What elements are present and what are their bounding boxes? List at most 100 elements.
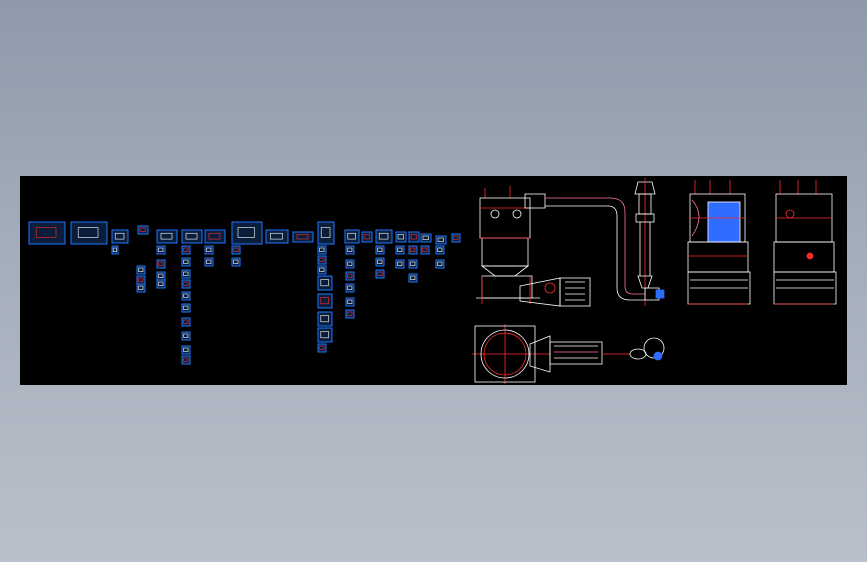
drawing-sheet-detail — [347, 311, 353, 316]
fluid-bed-dryer-front-elevation — [476, 186, 645, 307]
drawing-sheet-thumbnail — [137, 225, 149, 235]
drawing-sheet-thumbnail — [231, 221, 263, 245]
drawing-sheet-detail — [233, 259, 239, 264]
drawing-sheet-thumbnail — [317, 245, 327, 255]
drawing-sheet-thumbnail — [181, 257, 191, 267]
drawing-sheet-thumbnail — [181, 229, 203, 244]
drawing-sheet-thumbnail — [317, 221, 335, 245]
drawing-sheet-thumbnail — [181, 317, 191, 327]
drawing-sheet-detail — [437, 261, 443, 266]
drawing-sheet-detail — [363, 234, 370, 240]
drawing-sheet-detail — [158, 247, 164, 252]
drawing-sheet-thumbnail — [317, 343, 327, 353]
drawing-sheet-detail — [377, 259, 383, 264]
drawing-sheet-thumbnail — [136, 265, 146, 275]
drawing-sheet-detail — [77, 227, 99, 238]
drawing-sheet-thumbnail — [361, 231, 373, 243]
drawing-sheet-detail — [319, 267, 325, 272]
drawing-sheet-detail — [437, 247, 443, 252]
drawing-sheet-thumbnail — [395, 231, 407, 243]
drawing-sheet-thumbnail — [156, 259, 166, 269]
drawing-sheet-detail — [453, 235, 459, 240]
drawing-sheet-thumbnail — [420, 233, 432, 243]
drawing-sheet-detail — [206, 247, 212, 252]
drawing-sheet-thumbnail — [231, 245, 241, 255]
drawing-sheet-detail — [320, 227, 331, 238]
drawing-sheet-thumbnail — [345, 259, 355, 269]
drawing-sheet-thumbnail — [204, 257, 214, 267]
drawing-sheet-thumbnail — [181, 345, 191, 355]
drawing-sheet-detail — [410, 247, 416, 252]
drawing-sheet-thumbnail — [156, 229, 178, 244]
drawing-sheet-detail — [160, 232, 173, 240]
drawing-sheet-detail — [183, 281, 189, 286]
drawing-sheet-thumbnail — [156, 245, 166, 255]
drawing-sheet-thumbnail — [345, 271, 355, 281]
drawing-sheet-detail — [183, 271, 189, 276]
drawing-sheet-detail — [35, 227, 57, 238]
drawing-sheet-detail — [185, 232, 198, 240]
drawing-sheet-thumbnail — [265, 229, 289, 244]
drawing-sheet-thumbnail — [408, 231, 420, 243]
drawing-sheet-detail — [233, 247, 239, 252]
drawing-sheet-detail — [319, 247, 325, 252]
drawing-sheet-thumbnail — [395, 259, 405, 269]
drawing-sheet-detail — [422, 247, 428, 252]
drawing-sheet-thumbnail — [111, 229, 129, 244]
drawing-sheet-thumbnail — [435, 259, 445, 269]
drawing-sheet-detail — [183, 319, 189, 324]
drawing-sheet-thumbnail — [345, 283, 355, 293]
drawing-sheet-detail — [158, 261, 164, 266]
drawing-sheet-detail — [410, 234, 417, 240]
drawing-sheet-thumbnail — [204, 229, 226, 244]
drawing-sheet-detail — [158, 273, 164, 278]
drawing-sheet-detail — [347, 247, 353, 252]
drawing-sheet-thumbnail — [345, 309, 355, 319]
drawing-sheet-detail — [183, 247, 189, 252]
drawing-sheet-detail — [320, 279, 329, 287]
drawing-sheet-detail — [138, 267, 144, 272]
drawing-sheet-thumbnail — [345, 297, 355, 307]
drawing-sheet-thumbnail — [28, 221, 66, 245]
drawing-sheet-detail — [347, 261, 353, 266]
drawing-sheet-detail — [437, 237, 444, 242]
drawing-sheet-detail — [183, 347, 189, 352]
drawing-sheet-detail — [410, 261, 416, 266]
drawing-sheet-detail — [183, 293, 189, 298]
drawing-sheet-thumbnail — [156, 271, 166, 281]
drawing-sheet-thumbnail — [181, 269, 191, 279]
drawing-sheet-thumbnail — [375, 257, 385, 267]
drawing-sheet-detail — [183, 333, 189, 338]
drawing-sheet-detail — [320, 297, 329, 305]
drawing-sheet-detail — [347, 285, 353, 290]
drawing-sheet-thumbnail — [317, 327, 333, 343]
drawing-sheet-detail — [183, 357, 189, 362]
drawing-sheet-detail — [320, 331, 329, 339]
drawing-sheet-thumbnail — [344, 229, 360, 244]
drawing-sheet-thumbnail — [408, 245, 418, 255]
cad-drawing — [28, 178, 837, 384]
drawing-sheet-detail — [397, 234, 404, 240]
drawing-sheet-thumbnail — [317, 265, 327, 275]
drawing-sheet-detail — [319, 345, 325, 350]
drawing-sheet-thumbnail — [317, 311, 333, 327]
drawing-sheet-thumbnail — [420, 245, 430, 255]
drawing-sheet-thumbnail — [111, 245, 119, 255]
drawing-sheet-thumbnail — [408, 273, 418, 283]
drawing-sheet-thumbnail — [70, 221, 108, 245]
drawing-sheet-detail — [270, 232, 283, 240]
drawing-sheet-thumbnail — [136, 283, 146, 293]
drawing-sheet-thumbnail — [181, 291, 191, 301]
drawing-sheet-detail — [206, 259, 212, 264]
drawing-sheet-detail — [208, 232, 221, 240]
cad-model-viewport[interactable] — [20, 176, 847, 385]
drawing-sheet-detail — [319, 257, 325, 262]
drawing-sheet-thumbnail — [451, 233, 461, 243]
drawing-sheet-detail — [138, 277, 144, 282]
drawing-sheet-detail — [397, 247, 403, 252]
drawing-sheet-detail — [296, 234, 309, 240]
drawing-sheet-thumbnail — [204, 245, 214, 255]
drawing-sheet-thumbnail — [181, 245, 191, 255]
cyclone-separator-elevation — [634, 178, 665, 306]
drawing-sheet-detail — [237, 227, 255, 238]
